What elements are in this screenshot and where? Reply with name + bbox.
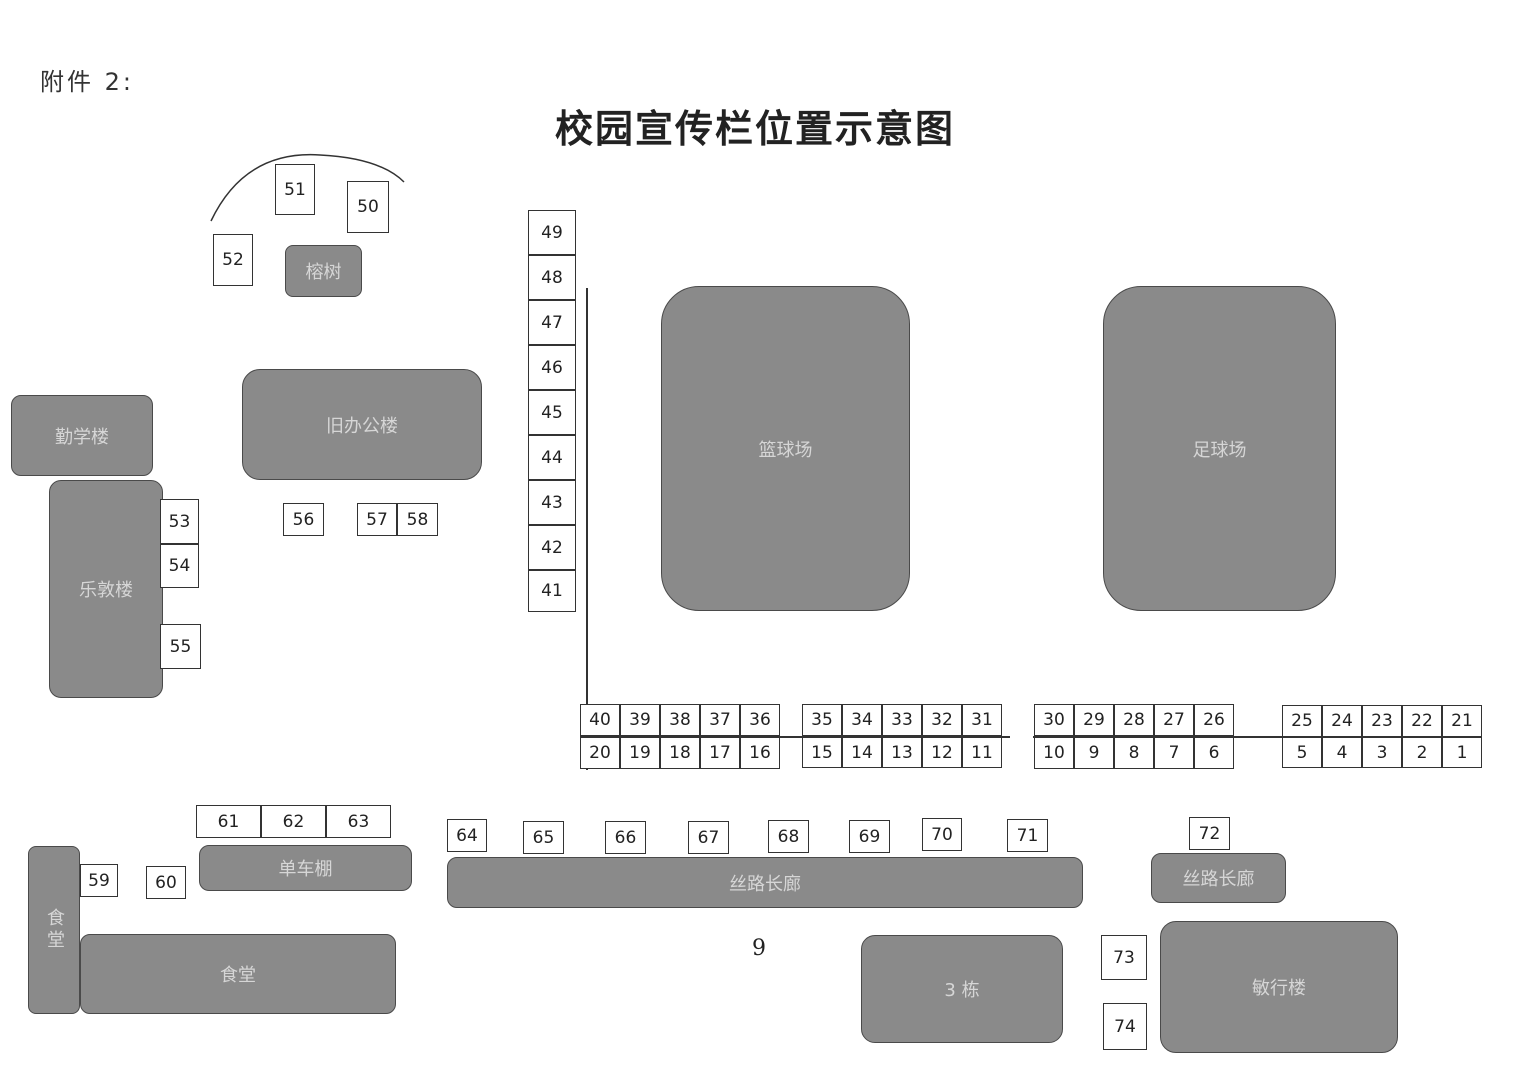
board-18: 18: [660, 737, 700, 769]
building-silk-road-short: 丝路长廊: [1151, 853, 1286, 903]
board-6: 6: [1194, 737, 1234, 769]
board-11: 11: [962, 737, 1002, 768]
divider-vertical: [586, 288, 588, 770]
divider-horizontal-left: [580, 736, 1010, 738]
board-47: 47: [528, 300, 576, 345]
page-title: 校园宣传栏位置示意图: [554, 106, 955, 151]
board-33: 33: [882, 704, 922, 736]
board-55: 55: [160, 624, 201, 669]
board-65: 65: [523, 821, 564, 854]
board-13: 13: [882, 737, 922, 768]
board-28: 28: [1114, 704, 1154, 736]
building-qinxue: 勤学楼: [11, 395, 153, 476]
building-canteen: 食堂: [80, 934, 396, 1014]
building-silk-road-long: 丝路长廊: [447, 857, 1083, 908]
board-70: 70: [922, 818, 962, 851]
board-68: 68: [768, 820, 809, 853]
building-bike-shed: 单车棚: [199, 845, 412, 891]
board-37: 37: [700, 704, 740, 736]
board-5: 5: [1282, 737, 1322, 768]
board-3: 3: [1362, 737, 1402, 768]
board-25: 25: [1282, 705, 1322, 737]
building-banyan: 榕树: [285, 245, 362, 297]
board-52: 52: [213, 234, 253, 286]
building-3: 3 栋: [861, 935, 1063, 1043]
board-56: 56: [283, 503, 324, 536]
board-46: 46: [528, 345, 576, 390]
board-40: 40: [580, 704, 620, 736]
board-50: 50: [347, 181, 389, 233]
building-football-field: 足球场: [1103, 286, 1336, 611]
board-44: 44: [528, 435, 576, 480]
board-64: 64: [447, 819, 487, 852]
board-24: 24: [1322, 705, 1362, 737]
building-canteen-side: 食堂: [28, 846, 80, 1014]
board-73: 73: [1101, 935, 1147, 980]
board-35: 35: [802, 704, 842, 736]
board-22: 22: [1402, 705, 1442, 737]
board-7: 7: [1154, 737, 1194, 769]
board-8: 8: [1114, 737, 1154, 769]
board-53: 53: [160, 499, 199, 544]
board-1: 1: [1442, 737, 1482, 768]
building-minxing: 敏行楼: [1160, 921, 1398, 1053]
board-58: 58: [397, 503, 438, 536]
board-12: 12: [922, 737, 962, 768]
board-19: 19: [620, 737, 660, 769]
board-16: 16: [740, 737, 780, 769]
board-21: 21: [1442, 705, 1482, 737]
board-69: 69: [849, 820, 890, 853]
board-27: 27: [1154, 704, 1194, 736]
board-54: 54: [160, 544, 199, 588]
board-62: 62: [261, 805, 326, 838]
board-71: 71: [1007, 819, 1048, 852]
board-2: 2: [1402, 737, 1442, 768]
board-61: 61: [196, 805, 261, 838]
divider-horizontal-right: [1033, 736, 1283, 738]
building-old-office: 旧办公楼: [242, 369, 482, 480]
board-43: 43: [528, 480, 576, 525]
board-23: 23: [1362, 705, 1402, 737]
board-42: 42: [528, 525, 576, 570]
board-32: 32: [922, 704, 962, 736]
board-72: 72: [1189, 817, 1230, 850]
board-48: 48: [528, 255, 576, 300]
board-63: 63: [326, 805, 391, 838]
building-ledun: 乐敦楼: [49, 480, 163, 698]
board-10: 10: [1034, 737, 1074, 769]
board-9: 9: [1074, 737, 1114, 769]
board-38: 38: [660, 704, 700, 736]
building-basketball-court: 篮球场: [661, 286, 910, 611]
board-4: 4: [1322, 737, 1362, 768]
board-34: 34: [842, 704, 882, 736]
board-36: 36: [740, 704, 780, 736]
board-59: 59: [80, 864, 118, 897]
board-67: 67: [688, 821, 729, 854]
board-57: 57: [357, 503, 397, 536]
board-45: 45: [528, 390, 576, 435]
board-17: 17: [700, 737, 740, 769]
board-39: 39: [620, 704, 660, 736]
board-60: 60: [146, 866, 186, 899]
board-31: 31: [962, 704, 1002, 736]
board-29: 29: [1074, 704, 1114, 736]
board-66: 66: [605, 821, 646, 854]
board-15: 15: [802, 737, 842, 768]
page-number: 9: [752, 936, 766, 961]
board-41: 41: [528, 570, 576, 612]
board-20: 20: [580, 737, 620, 769]
annex-label: 附件 2:: [40, 68, 134, 96]
board-26: 26: [1194, 704, 1234, 736]
board-51: 51: [275, 164, 315, 215]
board-30: 30: [1034, 704, 1074, 736]
board-14: 14: [842, 737, 882, 768]
board-74: 74: [1103, 1003, 1147, 1050]
board-49: 49: [528, 210, 576, 255]
